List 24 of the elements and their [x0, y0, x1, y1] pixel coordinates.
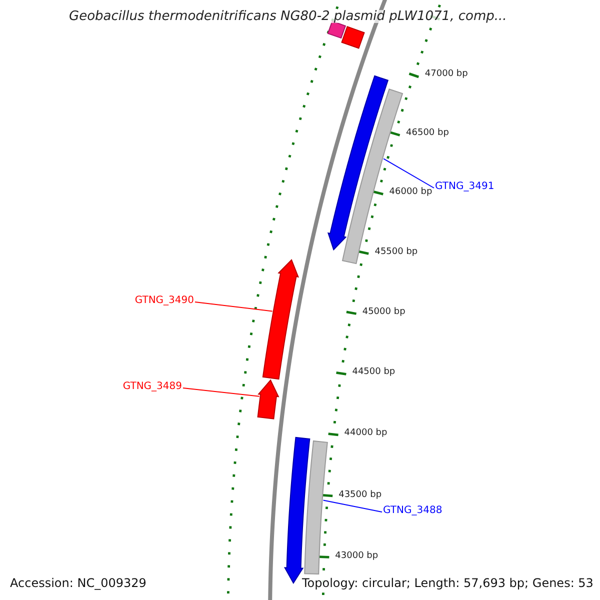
gene-feature [304, 440, 328, 575]
tick-label: 46500 bp [406, 128, 449, 138]
leader-line [322, 500, 382, 512]
gene-label: GTNG_3491 [435, 182, 494, 192]
tick-label: 43500 bp [338, 490, 382, 500]
tick-label: 44500 bp [352, 368, 396, 378]
tick-label: 44000 bp [344, 429, 388, 438]
gene-feature [262, 259, 300, 380]
leader-line [194, 302, 273, 312]
accession-text: Accession: NC_009329 [9, 576, 148, 590]
gene-label: GTNG_3490 [134, 296, 194, 306]
map-title: Geobacillus thermodenitrificans NG80-2 plasmid pLW1071, comp... [69, 10, 507, 23]
tick-label: 43000 bp [335, 552, 378, 561]
tick-label: 47000 bp [424, 70, 468, 80]
tick-label: 45000 bp [362, 308, 406, 317]
gene-feature [341, 26, 365, 49]
gene-label: GTNG_3489 [122, 382, 182, 392]
gene-feature [257, 379, 280, 420]
topology-text: Topology: circular; Length: 57,693 bp; Genes: 53 [301, 576, 594, 590]
tick-label: 46000 bp [389, 188, 432, 197]
leader-line [182, 388, 260, 397]
tick-label: 45500 bp [374, 248, 418, 257]
leader-line [383, 158, 434, 188]
gene-label: GTNG_3488 [383, 506, 442, 516]
